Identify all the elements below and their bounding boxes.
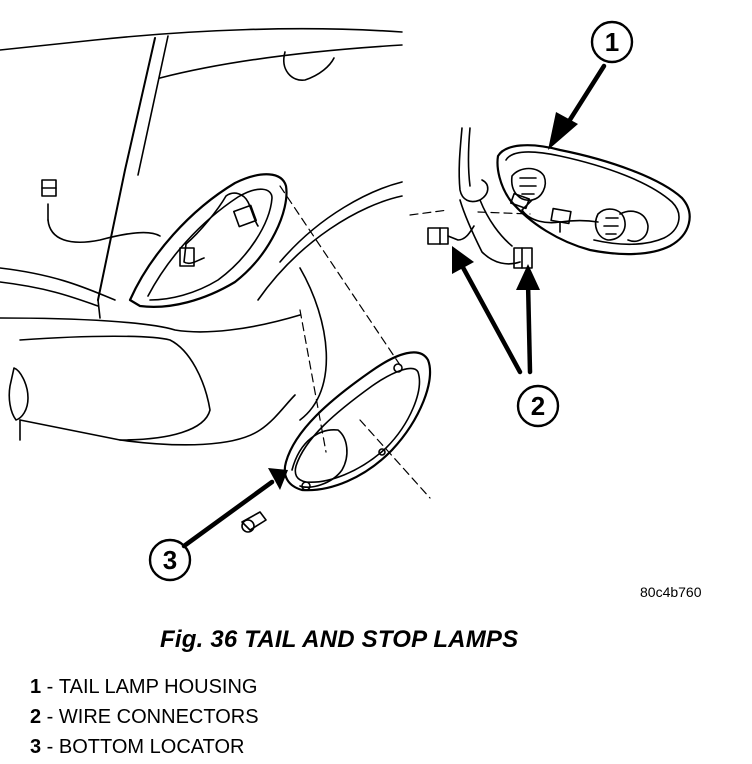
- legend-item-label: TAIL LAMP HOUSING: [58, 676, 258, 698]
- callout-legend: 1 - TAIL LAMP HOUSING 2 - WIRE CONNECTOR…: [30, 672, 259, 762]
- tail-lamp-lens: [283, 351, 432, 492]
- legend-item: 2 - WIRE CONNECTORS: [30, 702, 259, 732]
- callout-2-arrow-line-b: [525, 279, 533, 375]
- legend-item: 3 - BOTTOM LOCATOR: [30, 732, 259, 762]
- callout-number-3: 3: [163, 545, 177, 575]
- legend-item-number: 2: [30, 706, 42, 728]
- figure-reference-code: 80c4b760: [640, 584, 702, 600]
- tail-lamp-housing: [427, 127, 691, 269]
- exploded-view-diagram: 1 2 3: [0, 20, 691, 582]
- screw-fastener: [241, 511, 267, 533]
- figure-title: Fig. 36 TAIL AND STOP LAMPS: [160, 626, 519, 653]
- callout-3-arrow-line: [181, 479, 275, 549]
- legend-item-label: BOTTOM LOCATOR: [58, 736, 245, 758]
- legend-item-number: 1: [30, 676, 42, 698]
- vehicle-body-outline: [0, 27, 403, 446]
- callout-circle-3: [148, 538, 192, 582]
- callout-2-arrow-line-a: [457, 259, 523, 375]
- legend-item-number: 3: [30, 736, 42, 758]
- legend-item: 1 - TAIL LAMP HOUSING: [30, 672, 259, 702]
- callout-arrows: [181, 63, 607, 549]
- callout-circle-2: [516, 384, 560, 428]
- legend-separator: -: [41, 736, 59, 758]
- callout-circle-1: [590, 20, 634, 64]
- callout-1-arrow-line: [563, 63, 607, 129]
- callout-arrowheads: [268, 112, 578, 490]
- legend-separator: -: [41, 676, 59, 698]
- callout-number-1: 1: [605, 27, 619, 57]
- legend-item-label: WIRE CONNECTORS: [58, 706, 259, 728]
- callout-number-2: 2: [531, 391, 545, 421]
- callout-circles: [148, 20, 634, 582]
- alignment-lines: [279, 185, 531, 499]
- legend-separator: -: [41, 706, 59, 728]
